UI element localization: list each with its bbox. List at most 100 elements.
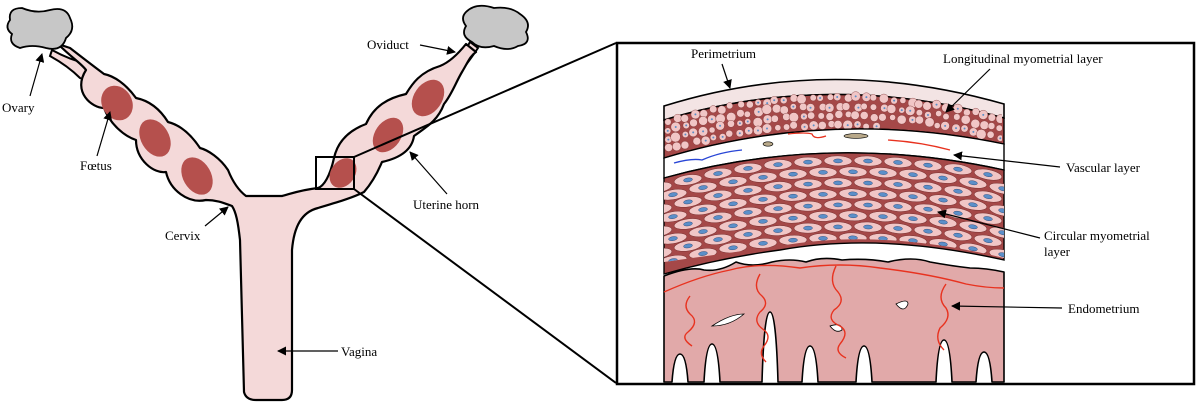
zoom-line-bottom (354, 189, 616, 383)
longitudinal-cell-nucleus (972, 131, 974, 133)
label-vagina: Vagina (341, 344, 377, 359)
longitudinal-cell (925, 118, 934, 127)
longitudinal-cell (870, 114, 878, 122)
longitudinal-cell (915, 116, 923, 124)
longitudinal-cell-nucleus (944, 125, 946, 127)
longitudinal-cell (971, 119, 980, 128)
longitudinal-cell-nucleus (855, 95, 857, 97)
longitudinal-cell (726, 130, 733, 137)
circular-cell-nucleus (818, 214, 827, 218)
longitudinal-cell (737, 109, 745, 117)
longitudinal-cell (972, 108, 979, 115)
longitudinal-cell (861, 103, 867, 109)
arrow-uterine-horn (410, 152, 447, 194)
longitudinal-cell-nucleus (957, 108, 959, 110)
circular-cell-nucleus (863, 159, 872, 163)
longitudinal-cell (799, 103, 806, 110)
circular-cell-nucleus (758, 175, 767, 180)
longitudinal-cell (963, 109, 970, 116)
circular-cell-nucleus (818, 170, 827, 174)
longitudinal-cell (790, 95, 798, 103)
longitudinal-cell-nucleus (766, 128, 768, 130)
longitudinal-cell (671, 132, 681, 142)
circular-cell-nucleus (848, 192, 857, 196)
longitudinal-cell-nucleus (936, 104, 938, 106)
vessel-section-1 (763, 142, 773, 146)
longitudinal-cell-nucleus (766, 102, 768, 104)
longitudinal-cell-nucleus (675, 126, 677, 128)
longitudinal-cell (870, 104, 876, 110)
arrow-oviduct (420, 45, 455, 52)
longitudinal-cell (790, 121, 798, 129)
longitudinal-cell (916, 109, 922, 115)
circular-cell-nucleus (773, 162, 782, 166)
longitudinal-cell (826, 113, 834, 121)
label-perimetrium: Perimetrium (691, 46, 756, 61)
longitudinal-cell-nucleus (857, 123, 859, 125)
label-ovary: Ovary (2, 100, 35, 115)
longitudinal-cell-nucleus (739, 122, 741, 124)
longitudinal-cell (780, 106, 788, 114)
longitudinal-cell-nucleus (911, 119, 913, 121)
longitudinal-cell (954, 114, 961, 121)
longitudinal-cell-nucleus (792, 106, 794, 108)
arrow-cervix (205, 207, 228, 226)
longitudinal-cell-nucleus (685, 124, 687, 126)
longitudinal-cell (879, 113, 887, 121)
longitudinal-cell-nucleus (865, 96, 867, 98)
longitudinal-cell (835, 110, 843, 118)
longitudinal-cell-nucleus (705, 140, 707, 142)
longitudinal-cell (851, 111, 859, 119)
longitudinal-cell-nucleus (836, 96, 838, 98)
longitudinal-cell (797, 94, 806, 103)
longitudinal-cell-nucleus (694, 113, 696, 115)
longitudinal-cell (923, 102, 931, 110)
longitudinal-cell-nucleus (964, 128, 966, 130)
longitudinal-cell (900, 97, 906, 103)
longitudinal-cell (976, 129, 986, 139)
longitudinal-cell (718, 106, 726, 114)
longitudinal-cell-nucleus (857, 107, 859, 109)
circular-cell-nucleus (833, 159, 842, 163)
circular-cell-nucleus (758, 241, 767, 246)
label-vascular: Vascular layer (1066, 160, 1141, 175)
longitudinal-cell-nucleus (767, 118, 769, 120)
arrow-ovary (30, 54, 42, 96)
longitudinal-cell-nucleus (927, 114, 929, 116)
longitudinal-cell (789, 112, 799, 122)
label-uterine-horn: Uterine horn (413, 197, 480, 212)
longitudinal-cell-nucleus (883, 107, 885, 109)
longitudinal-cell-nucleus (876, 125, 878, 127)
longitudinal-cell-nucleus (829, 107, 831, 109)
circular-cell-nucleus (788, 194, 797, 198)
longitudinal-cell (693, 137, 701, 145)
longitudinal-cell (987, 131, 994, 138)
longitudinal-cell-nucleus (757, 129, 759, 131)
longitudinal-cell (771, 115, 778, 122)
longitudinal-cell (834, 120, 842, 128)
vessel-section-2 (844, 134, 868, 139)
longitudinal-cell-nucleus (719, 125, 721, 127)
circular-cell-nucleus (788, 172, 797, 176)
label-circular-2: layer (1044, 244, 1071, 259)
longitudinal-cell (943, 113, 949, 119)
longitudinal-cell (980, 121, 989, 130)
circular-cell-nucleus (758, 197, 767, 202)
longitudinal-cell (942, 104, 950, 112)
longitudinal-cell (665, 119, 671, 125)
longitudinal-cell (738, 101, 745, 108)
longitudinal-cell-nucleus (748, 130, 750, 132)
longitudinal-cell (988, 123, 995, 130)
longitudinal-cell (727, 103, 733, 109)
longitudinal-cell (672, 142, 681, 151)
longitudinal-cell (818, 113, 824, 119)
longitudinal-cell (818, 121, 826, 129)
longitudinal-cell (699, 116, 708, 125)
label-cervix: Cervix (165, 228, 201, 243)
longitudinal-cell-nucleus (810, 107, 812, 109)
longitudinal-cell (744, 111, 750, 117)
longitudinal-cell (709, 127, 715, 133)
longitudinal-cell (727, 120, 734, 127)
longitudinal-cell-nucleus (999, 137, 1001, 139)
